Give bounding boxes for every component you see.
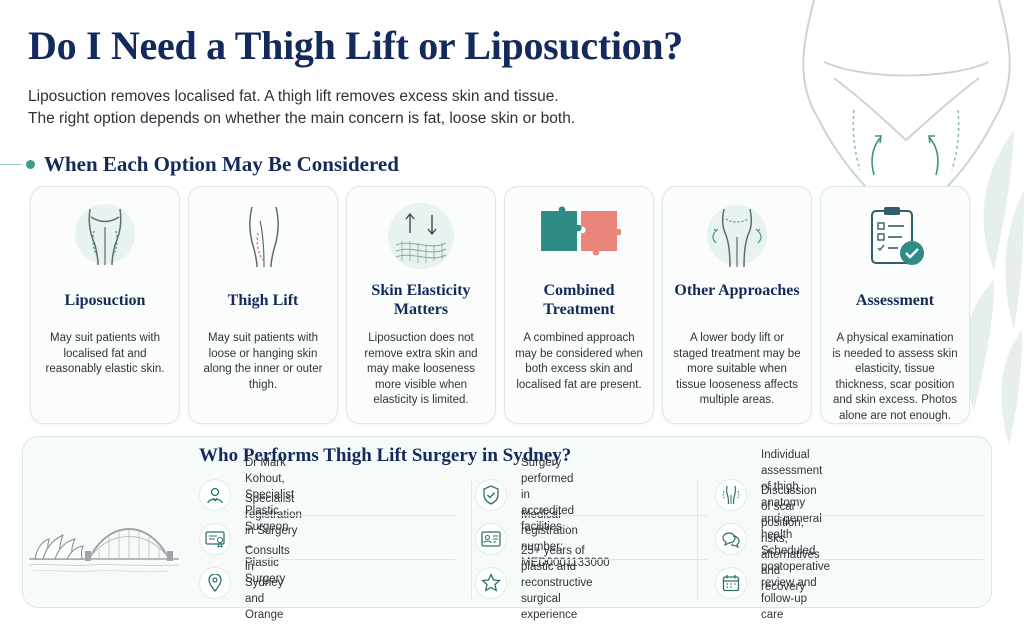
skin-elasticity-icon <box>388 203 454 269</box>
feature-text: Individual assessment of thigh anatomy a… <box>761 449 823 541</box>
clipboard-check-icon <box>871 207 924 265</box>
feature-item: Individual assessment of thigh anatomy a… <box>715 449 822 541</box>
location-pin-icon <box>208 574 222 592</box>
card-body: May suit patients with localised fat and… <box>45 332 165 375</box>
card-title: Thigh Lift <box>227 292 299 309</box>
thighs-liposuction-icon <box>75 204 135 266</box>
certificate-icon <box>205 531 225 548</box>
feature-text: Dr Mark Kohout, Specialist Plastic Surge… <box>245 457 295 533</box>
surgeon-section-title: Who Performs Thigh Lift Surgery in Sydne… <box>199 445 572 466</box>
section-title: When Each Option May Be Considered <box>44 152 399 176</box>
sydney-skyline-illustration <box>29 528 180 573</box>
chat-bubbles-icon <box>722 532 740 548</box>
column-divider <box>697 481 698 599</box>
card-title: Assessment <box>855 292 935 309</box>
card-title: Combined Treatment <box>543 282 615 318</box>
card-body: A physical examination is needed to asse… <box>832 332 958 422</box>
shield-check-icon <box>483 485 499 505</box>
puzzle-icon <box>541 206 621 256</box>
leaves-decoration <box>963 130 1024 445</box>
intro-line-1: Liposuction removes localised fat. A thi… <box>28 88 559 105</box>
feature-text: Scheduled postoperative review and follo… <box>761 545 831 621</box>
card-title: Liposuction <box>64 292 146 309</box>
id-card-icon <box>481 531 501 547</box>
divider <box>521 515 707 516</box>
star-icon <box>481 573 501 592</box>
feature-text: Consults in Sydney and Orange <box>245 545 290 621</box>
card-title: Skin Elasticity Matters <box>371 282 471 318</box>
card-thigh-lift: Thigh Lift May suit patients with loose … <box>188 186 338 424</box>
heading-dot <box>26 160 35 169</box>
card-combined-treatment: Combined Treatment A combined approach m… <box>504 186 654 424</box>
page-title: Do I Need a Thigh Lift or Liposuction? <box>28 23 684 68</box>
section-heading: When Each Option May Be Considered <box>0 152 399 177</box>
card-title: Other Approaches <box>674 282 800 299</box>
divider <box>521 559 707 560</box>
card-body: Liposuction does not remove extra skin a… <box>364 332 478 406</box>
feature-text: 25+ years of plastic and reconstructive … <box>521 545 593 621</box>
divider <box>761 515 983 516</box>
card-skin-elasticity: Skin Elasticity Matters Liposuction does… <box>346 186 496 424</box>
feature-item: Discussion of scar position, risks, alte… <box>715 485 820 593</box>
feature-item: Surgery performed in accredited faciliti… <box>475 457 574 533</box>
hips-figure-illustration <box>802 0 1011 190</box>
heading-rule <box>0 163 22 166</box>
feature-item: 25+ years of plastic and reconstructive … <box>475 545 593 621</box>
card-assessment: Assessment A physical examination is nee… <box>820 186 970 424</box>
calendar-icon <box>722 575 740 592</box>
feature-text: Discussion of scar position, risks, alte… <box>761 485 820 593</box>
card-liposuction: Liposuction May suit patients with local… <box>30 186 180 424</box>
intro-line-2: The right option depends on whether the … <box>28 110 576 127</box>
feature-text: Surgery performed in accredited faciliti… <box>521 457 575 533</box>
options-cards: Liposuction May suit patients with local… <box>30 186 976 426</box>
column-divider <box>471 481 472 599</box>
divider <box>245 559 455 560</box>
surgeon-icon <box>207 487 223 504</box>
card-other-approaches: Other Approaches A lower body lift or st… <box>662 186 812 424</box>
lower-body-icon <box>707 205 767 268</box>
card-body: A lower body lift or staged treatment ma… <box>673 332 801 406</box>
surgeon-section: Who Performs Thigh Lift Surgery in Sydne… <box>22 436 992 621</box>
body-outline-icon <box>722 485 740 505</box>
feature-item: Scheduled postoperative review and follo… <box>715 545 830 621</box>
feature-item: Dr Mark Kohout, Specialist Plastic Surge… <box>199 457 294 533</box>
feature-item: Medical registration number: MED00011330… <box>475 509 610 569</box>
thigh-lift-icon <box>249 206 279 267</box>
feature-item: Consults in Sydney and Orange <box>199 545 290 621</box>
card-body: A combined approach may be considered wh… <box>515 332 643 391</box>
divider <box>761 559 983 560</box>
card-body: May suit patients with loose or hanging … <box>203 332 323 391</box>
divider <box>245 515 455 516</box>
intro-text: Liposuction removes localised fat. A thi… <box>28 86 648 130</box>
